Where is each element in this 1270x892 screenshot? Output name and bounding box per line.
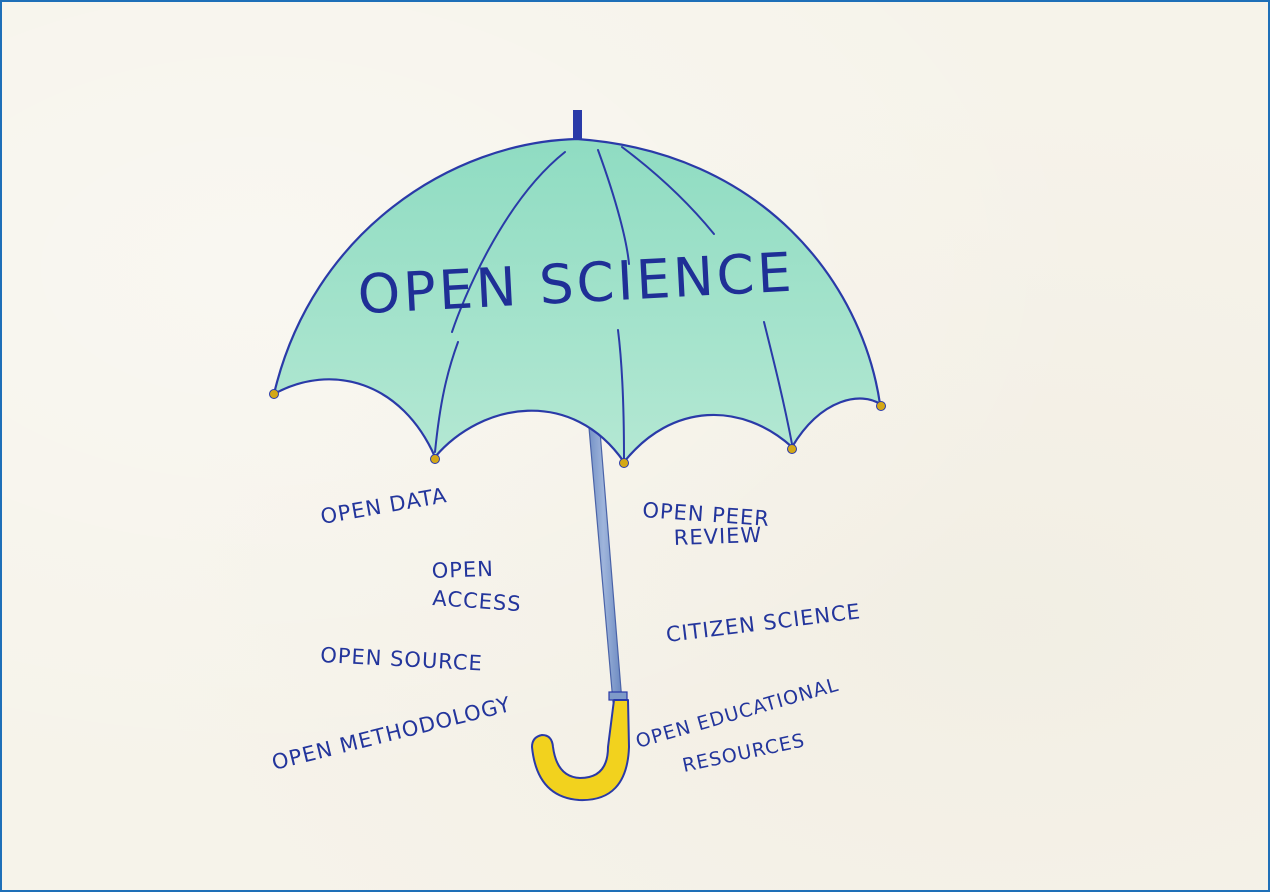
rib-tip-dot (269, 389, 279, 399)
canopy-rib (621, 146, 715, 235)
label-open-methodology: OPEN METHODOLOGY (269, 692, 513, 775)
canopy-rib (763, 321, 793, 445)
rib-tip-dot (430, 454, 440, 464)
canopy-rib (617, 329, 625, 459)
label-open-educational-line2: RESOURCES (680, 729, 807, 776)
rib-tip-dot (619, 458, 629, 468)
label-citizen-science: CITIZEN SCIENCE (665, 599, 862, 647)
canopy-rib (597, 149, 630, 265)
label-open-source: OPEN SOURCE (320, 643, 484, 675)
umbrella-handle (531, 699, 630, 802)
label-open-access-line1: OPEN (431, 557, 494, 583)
rib-tip-dot (787, 444, 797, 454)
canopy-rib (434, 341, 459, 453)
canopy-rib (451, 151, 566, 333)
umbrella-collar (608, 691, 628, 701)
canopy-ribs (434, 146, 793, 459)
rib-tip-dot (876, 401, 886, 411)
label-open-access-line2: ACCESS (432, 586, 523, 616)
rib-tips (269, 389, 886, 468)
umbrella-top-tip (573, 110, 582, 140)
umbrella-canopy (272, 137, 882, 464)
label-open-peer-review-line2: REVIEW (673, 523, 762, 550)
label-open-educational-line1: OPEN EDUCATIONAL (633, 674, 841, 753)
label-open-data: OPEN DATA (319, 483, 449, 529)
